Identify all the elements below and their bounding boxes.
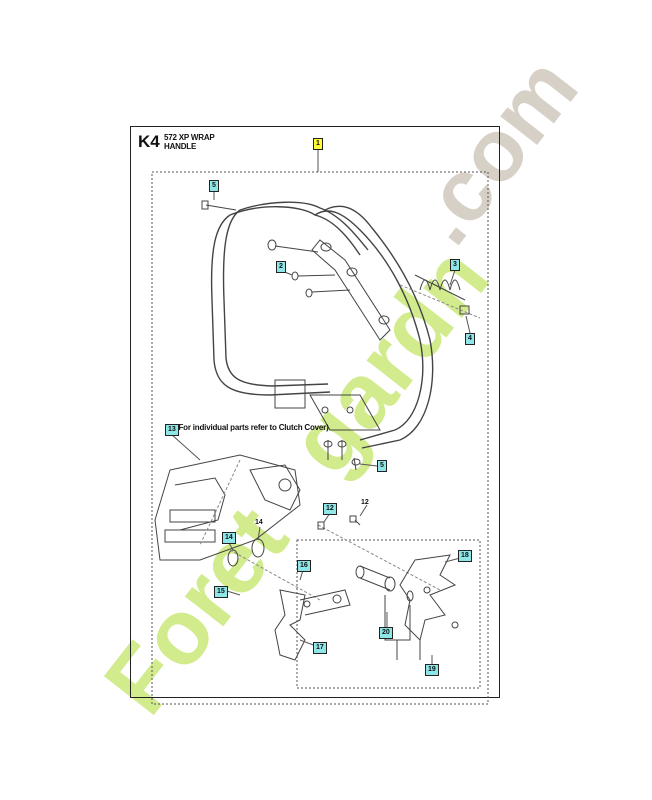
bumper-item-18	[399, 554, 459, 641]
callout-13[interactable]: 13	[165, 424, 179, 436]
nut-item-4	[459, 305, 470, 315]
callout-18[interactable]: 18	[458, 550, 472, 562]
callout-3[interactable]: 3	[450, 259, 460, 271]
callout-14-boxed[interactable]: 14	[222, 532, 236, 544]
screw-item-12	[317, 515, 441, 591]
handle-bracket	[274, 239, 391, 431]
spacer-item-20	[355, 565, 421, 660]
screws-item-2	[267, 239, 351, 298]
screw-item-5-top	[201, 200, 237, 211]
section-name: HANDLE	[164, 142, 197, 151]
section-code: K4	[138, 132, 160, 151]
callout-1[interactable]: 1	[313, 138, 323, 150]
callout-5-bottom[interactable]: 5	[377, 460, 387, 472]
callout-12-boxed[interactable]: 12	[323, 503, 337, 515]
diagram-frame	[130, 126, 500, 698]
guard-plate-item-17	[274, 589, 351, 661]
callout-20[interactable]: 20	[379, 627, 393, 639]
screws-item-5-bottom	[323, 440, 361, 471]
callout-15[interactable]: 15	[214, 586, 228, 598]
model-name: 572 XP WRAP	[164, 133, 215, 142]
clutch-cover-item-13	[154, 454, 301, 561]
spring-item-3	[399, 274, 481, 319]
assembly-outline	[151, 171, 489, 705]
clutch-cover-note: (For individual parts refer to Clutch Co…	[176, 423, 329, 432]
callout-5-top[interactable]: 5	[209, 180, 219, 192]
callout-2[interactable]: 2	[276, 261, 286, 273]
callout-14-plain[interactable]: 14	[255, 519, 263, 526]
callout-16[interactable]: 16	[297, 560, 311, 572]
callout-19[interactable]: 19	[425, 664, 439, 676]
wrap-handle	[210, 201, 434, 449]
handle-guard-outline	[296, 539, 481, 689]
callout-4[interactable]: 4	[465, 333, 475, 345]
callout-12-plain[interactable]: 12	[361, 499, 369, 506]
callout-17[interactable]: 17	[313, 642, 327, 654]
